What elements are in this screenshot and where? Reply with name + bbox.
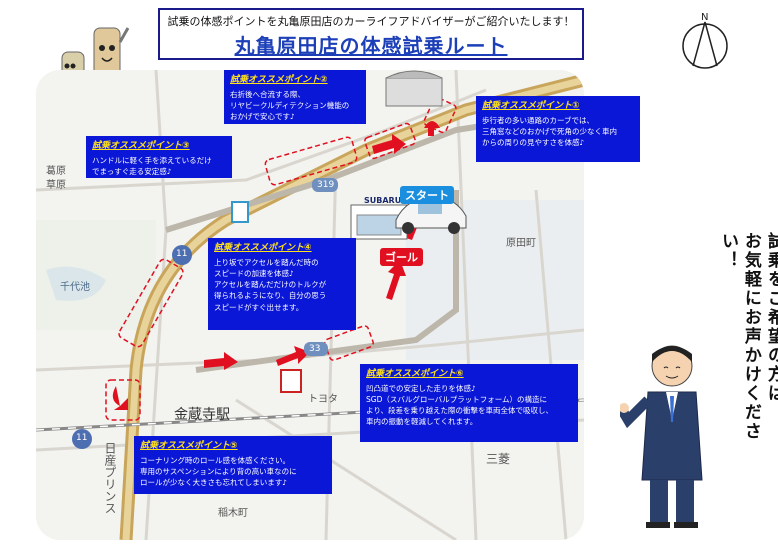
header-subtitle: 試乗の体感ポイントを丸亀原田店のカーライフアドバイザーがご紹介いたします！ (167, 15, 575, 28)
callout-point-2: 試乗オススメポイント② 右折後へ合流する際、 リヤビークルディテクション機能の … (224, 70, 366, 124)
header-box: 試乗の体感ポイントを丸亀原田店のカーライフアドバイザーがご紹介いたします！ 丸亀… (158, 8, 584, 60)
callout-point-1: 試乗オススメポイント① 歩行者の多い通路のカーブでは、 三角窓などのおかげで死角… (476, 96, 640, 162)
callout-point-6: 試乗オススメポイント⑥ 凹凸道での安定した走りを体感♪ SGD（スバルグローバル… (360, 364, 578, 442)
salesman-illustration (620, 345, 703, 528)
label-kusahara-2: 草原 (46, 180, 66, 191)
label-nissan: 日産プリンス (103, 442, 117, 514)
callout-title: 試乗オススメポイント⑥ (366, 369, 464, 379)
label-kusahara: 葛原 (46, 166, 66, 177)
side-message: 試乗をご希望の方は お気軽にお声かけください！ (717, 232, 778, 441)
callout-title: 試乗オススメポイント① (482, 101, 580, 111)
label-mitsubishi: 三菱 (486, 452, 511, 466)
callout-point-3: 試乗オススメポイント③ ハンドルに軽く手を添えているだけ でまっすぐ走る安定感♪ (86, 136, 232, 178)
callout-body: 凹凸道での安定した走りを体感♪ SGD（スバルグローバルプラットフォーム）の構造… (366, 383, 554, 427)
callout-body: ハンドルに軽く手を添えているだけ でまっすぐ走る安定感♪ (92, 155, 212, 176)
route-11-shield-2: 11 (76, 433, 88, 443)
subaru-sign: SUBARU (364, 196, 402, 205)
callout-point-4: 試乗オススメポイント④ 上り坂でアクセルを踏んだ時の スピードの加速を体感♪ ア… (208, 238, 356, 330)
callout-body: コーナリング時のロール感を体感ください。 専用のサスペンションにより背の高い車な… (140, 455, 297, 488)
route-11-shield: 11 (176, 249, 188, 259)
callout-title: 試乗オススメポイント⑤ (140, 441, 238, 451)
label-haradacho: 原田町 (506, 238, 536, 249)
start-badge: スタート (400, 186, 454, 204)
goal-badge: ゴール (380, 248, 423, 266)
label-inagicho: 稲木町 (218, 508, 248, 519)
page-title: 丸亀原田店の体感試乗ルート (234, 34, 508, 58)
callout-body: 歩行者の多い通路のカーブでは、 三角窓などのおかげで死角の少なく車内 からの周り… (482, 115, 617, 148)
label-station: 金蔵寺駅 (174, 407, 230, 423)
label-toyota: トヨタ (308, 394, 338, 405)
callout-body: 右折後へ合流する際、 リヤビークルディテクション機能の おかげで安心です♪ (230, 89, 350, 122)
callout-title: 試乗オススメポイント② (230, 75, 328, 85)
callout-point-5: 試乗オススメポイント⑤ コーナリング時のロール感を体感ください。 専用のサスペン… (134, 436, 332, 494)
north-label: N (701, 12, 708, 23)
callout-title: 試乗オススメポイント③ (92, 141, 190, 151)
callout-body: 上り坂でアクセルを踏んだ時の スピードの加速を体感♪ アクセルを踏んだだけのトル… (214, 257, 327, 312)
route-33-shield: 33 (309, 344, 321, 354)
callout-title: 試乗オススメポイント④ (214, 243, 312, 253)
north-compass: N (682, 12, 728, 69)
label-pond: 千代池 (60, 282, 90, 293)
route-319-shield: 319 (317, 180, 335, 190)
